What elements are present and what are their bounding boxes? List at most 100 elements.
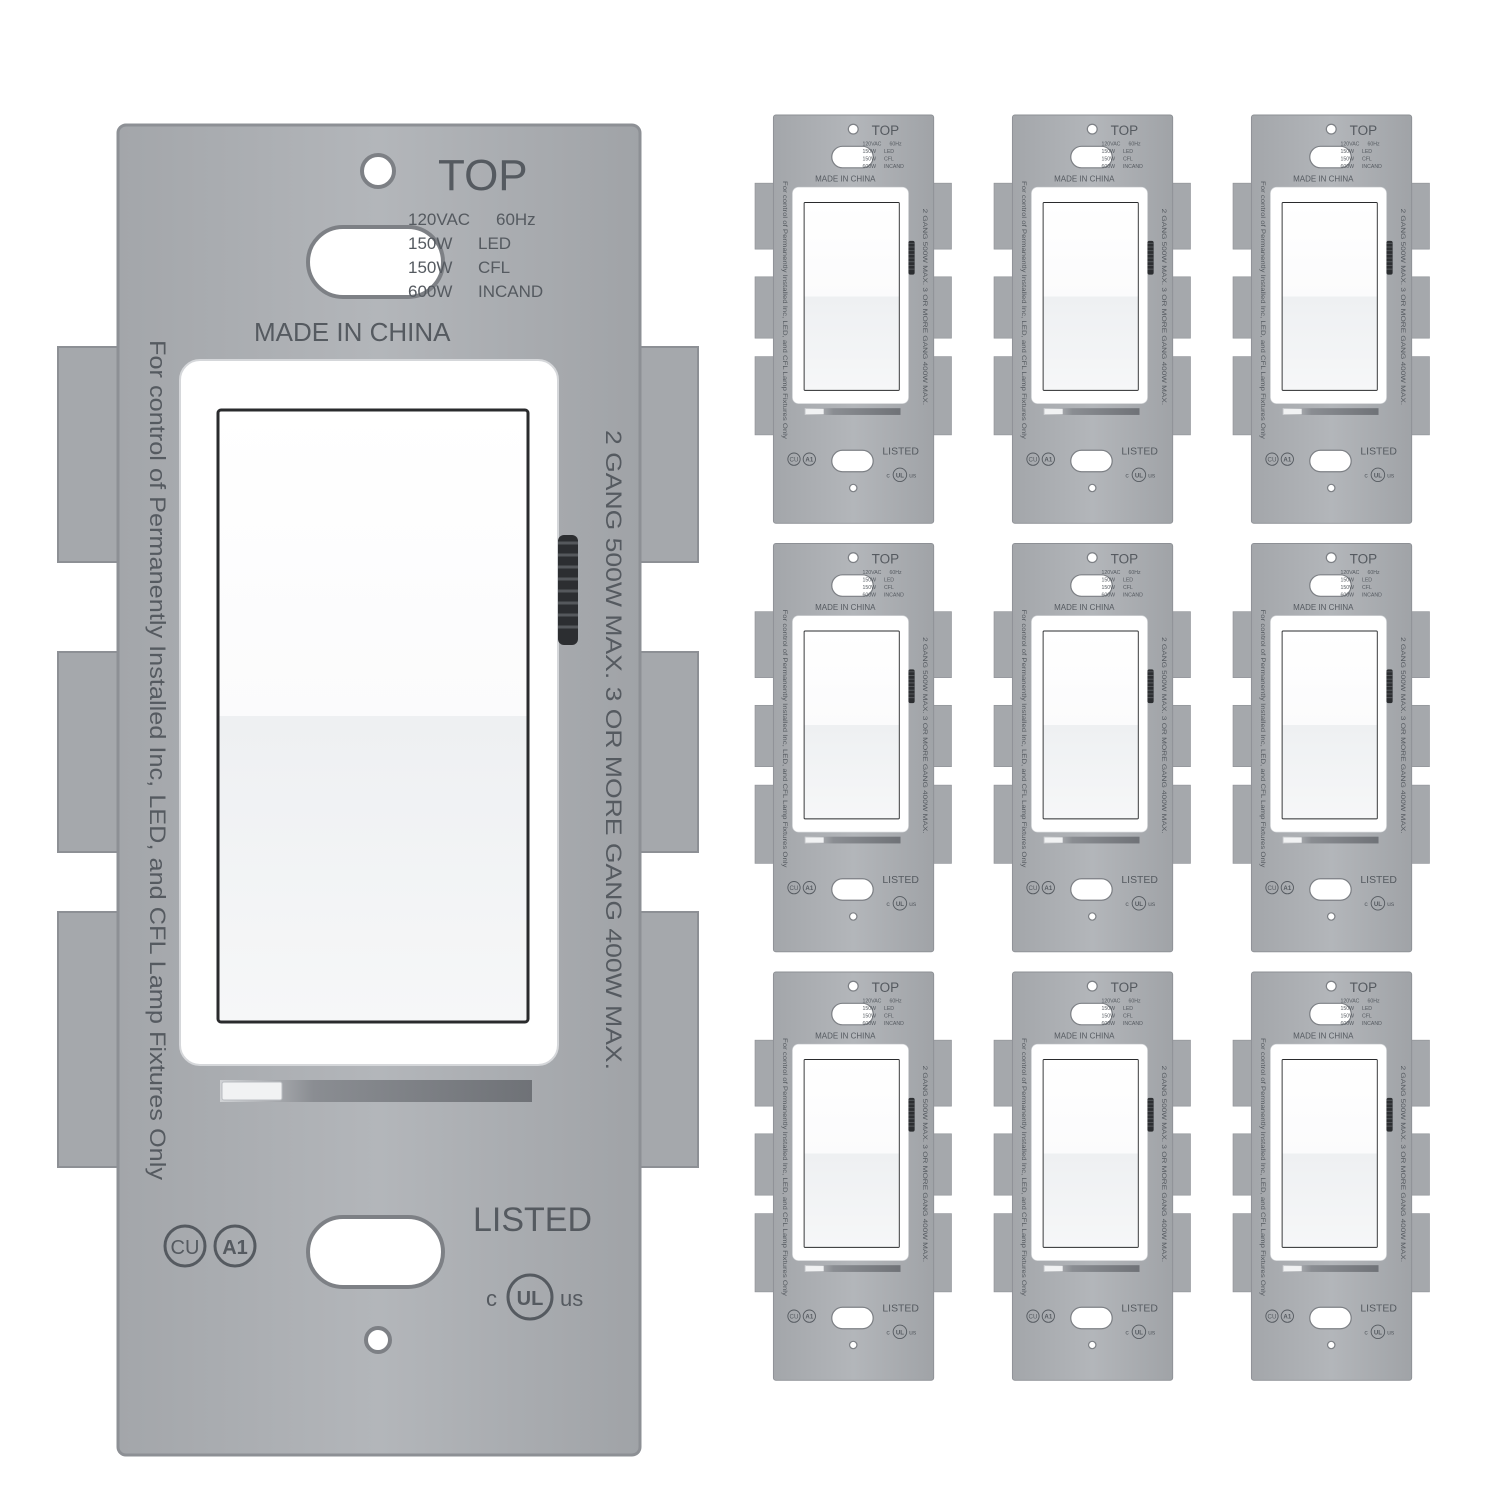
dimmer-switch-thumbnail: TOP 120VAC 60Hz 150W LED 150W CFL 600W I… [993,543,1191,953]
top-label: TOP [1111,551,1139,566]
right-side-text: 2 GANG 500W MAX. 3 OR MORE GANG 400W MAX… [921,209,928,406]
svg-text:c: c [1125,901,1129,908]
svg-text:us: us [909,901,917,908]
rating-line: INCAND [1362,164,1382,170]
slider-knob [1283,1265,1302,1272]
ul-mark: c UL us [886,1324,917,1340]
dimmer-switch: TOP 120VAC 60Hz 150W LED 150W CFL 600W I… [754,543,952,953]
svg-text:c: c [486,1286,497,1311]
mounting-slot [1309,1002,1352,1026]
listed-label: LISTED [882,875,919,886]
rating-line: 60Hz [889,999,902,1005]
mounting-slot [831,449,874,473]
svg-text:UL: UL [517,1288,544,1310]
ul-mark: c UL us [886,467,917,483]
svg-text:UL: UL [896,1329,904,1336]
svg-text:us: us [1387,901,1395,908]
dimmer-wheel [1386,1097,1393,1132]
svg-text:UL: UL [1135,901,1143,908]
rating-line: 120VAC [1340,999,1359,1005]
ul-mark: c UL us [1364,1324,1395,1340]
dimmer-slider [1282,1265,1379,1272]
cu-mark: CU [1026,452,1040,466]
listed-label: LISTED [1121,447,1158,458]
svg-text:CU: CU [790,885,799,892]
rating-line: 150W [408,258,452,277]
left-side-text: For control of Permanently Installed Inc… [781,1038,788,1297]
a1-mark: A1 [802,881,816,895]
rating-line: 120VAC [1340,570,1359,576]
rocker-paddle [803,630,900,820]
origin-label: MADE IN CHINA [1293,174,1354,183]
rating-line: 150W [862,149,876,155]
rating-line: 60Hz [1128,142,1141,148]
screw-hole [848,483,858,493]
screw-hole [847,980,859,992]
rating-line: INCAND [884,1021,904,1027]
svg-text:us: us [560,1286,583,1311]
top-label: TOP [438,151,528,200]
left-side-text: For control of Permanently Installed Inc… [1020,610,1027,869]
svg-text:c: c [886,1330,890,1337]
rating-line: 150W [1340,149,1354,155]
rating-line: INCAND [1123,592,1143,598]
svg-text:c: c [1125,1330,1129,1337]
slider-track [804,1265,901,1272]
dimmer-switch: TOP 120VAC 60Hz 150W LED 150W CFL 600W I… [1232,543,1430,953]
svg-text:A1: A1 [1044,1314,1052,1321]
svg-text:CU: CU [171,1237,200,1259]
slider-track [220,1080,532,1102]
mounting-slot [1070,145,1113,169]
rating-line: CFL [1362,1013,1372,1019]
dimmer-switch-thumbnail: TOP 120VAC 60Hz 150W LED 150W CFL 600W I… [754,543,952,953]
listed-label: LISTED [882,447,919,458]
rating-line: INCAND [884,592,904,598]
svg-text:UL: UL [896,901,904,908]
cu-mark: CU [163,1224,207,1268]
screw-hole [847,123,859,135]
dimmer-switch-thumbnail: TOP 120VAC 60Hz 150W LED 150W CFL 600W I… [1232,543,1430,953]
top-label: TOP [1350,123,1378,138]
top-label: TOP [1111,980,1139,995]
rating-line: 60Hz [1367,999,1380,1005]
svg-text:UL: UL [1374,1329,1382,1336]
rating-line: 150W [862,578,876,584]
dimmer-switch-thumbnail: TOP 120VAC 60Hz 150W LED 150W CFL 600W I… [754,971,952,1381]
rating-line: LED [1123,578,1133,584]
slider-track [1282,1265,1379,1272]
a1-mark: A1 [1280,452,1294,466]
svg-text:CU: CU [1268,457,1277,464]
svg-text:c: c [1364,1330,1368,1337]
slider-knob [221,1081,283,1101]
rating-line: CFL [1123,585,1133,591]
screw-hole [1325,123,1337,135]
right-side-text: 2 GANG 500W MAX. 3 OR MORE GANG 400W MAX… [601,430,626,1070]
origin-label: MADE IN CHINA [1054,603,1115,612]
top-label: TOP [1111,123,1139,138]
rating-line: CFL [1123,1013,1133,1019]
svg-text:CU: CU [1029,885,1038,892]
rating-line: INCAND [478,282,543,301]
mounting-slot [1309,878,1352,901]
mounting-slot [1070,1306,1113,1330]
rating-line: 60Hz [1128,999,1141,1005]
origin-label: MADE IN CHINA [254,317,451,347]
rating-line: 120VAC [1101,142,1120,148]
rating-line: 600W [1340,164,1354,170]
dimmer-slider [804,408,901,415]
dimmer-slider [1043,1265,1140,1272]
listed-label: LISTED [1121,875,1158,886]
listed-label: LISTED [1121,1304,1158,1315]
mounting-slot [831,1002,874,1026]
slider-track [804,836,901,844]
right-side-text: 2 GANG 500W MAX. 3 OR MORE GANG 400W MAX… [1160,209,1167,406]
a1-mark: A1 [802,1309,816,1323]
screw-hole [1326,483,1336,493]
screw-hole [1087,1340,1097,1350]
left-side-text: For control of Permanently Installed Inc… [781,610,788,869]
left-side-text: For control of Permanently Installed Inc… [145,340,170,1180]
rating-line: 150W [1101,585,1115,591]
rating-line: CFL [884,156,894,162]
rating-line: CFL [1123,156,1133,162]
svg-text:c: c [1364,473,1368,480]
